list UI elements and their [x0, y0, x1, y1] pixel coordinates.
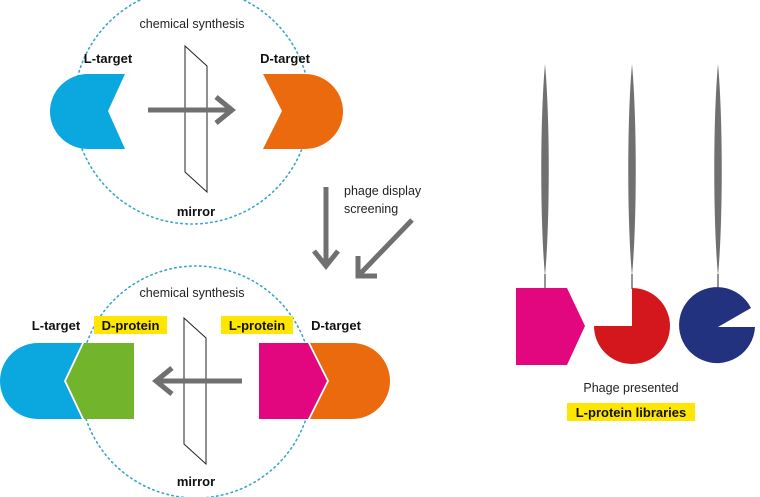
phage-1-l-protein — [516, 288, 585, 365]
phage-caption: Phage presented — [583, 381, 678, 395]
bottom-mirror-plane-icon — [183, 316, 207, 466]
top-d-target-shape — [263, 74, 343, 149]
bottom-l-target-shape — [0, 343, 82, 419]
bottom-process-label: chemical synthesis — [140, 286, 245, 300]
bottom-mirror-label: mirror — [177, 474, 215, 489]
bottom-d-protein-shape — [66, 343, 134, 419]
screening-label-line1: phage display — [344, 184, 422, 198]
top-arrow-right-icon — [148, 95, 236, 125]
phage-1-tail — [541, 64, 549, 276]
bottom-l-protein-label: L-protein — [229, 318, 285, 333]
top-l-target-shape — [50, 74, 125, 149]
phage-3-l-protein — [679, 287, 755, 364]
phage-panel: Phage presented L-protein libraries — [516, 64, 755, 421]
top-d-target-label: D-target — [260, 51, 311, 66]
bottom-d-target-label: D-target — [311, 318, 362, 333]
top-panel: chemical synthesis L-target D-target mir… — [50, 0, 343, 225]
top-l-target-label: L-target — [84, 51, 133, 66]
libraries-label: L-protein libraries — [576, 405, 687, 420]
screening-label-line2: screening — [344, 202, 398, 216]
screening-step: phage display screening — [312, 184, 422, 279]
bottom-panel: chemical synthesis L-target D-protein L-… — [0, 265, 390, 497]
phage-3-tail — [714, 64, 722, 276]
arrow-down-left-icon — [355, 218, 414, 279]
bottom-l-protein-shape — [259, 343, 327, 419]
l-protein-highlight — [221, 316, 293, 334]
bottom-d-target-shape — [310, 343, 390, 419]
phage-2 — [594, 64, 670, 364]
top-process-label: chemical synthesis — [140, 17, 245, 31]
d-protein-highlight — [94, 316, 167, 334]
libraries-highlight — [567, 403, 695, 421]
phage-1 — [516, 64, 585, 365]
bottom-arrow-left-icon — [152, 366, 242, 396]
arrow-down-icon — [312, 187, 340, 271]
phage-3 — [679, 64, 755, 364]
top-mirror-label: mirror — [177, 204, 215, 219]
top-mirror-plane-icon — [184, 44, 208, 194]
phage-2-tail — [628, 64, 636, 276]
bottom-d-protein-label: D-protein — [102, 318, 160, 333]
bottom-l-target-label: L-target — [32, 318, 81, 333]
phage-2-l-protein — [594, 288, 670, 364]
